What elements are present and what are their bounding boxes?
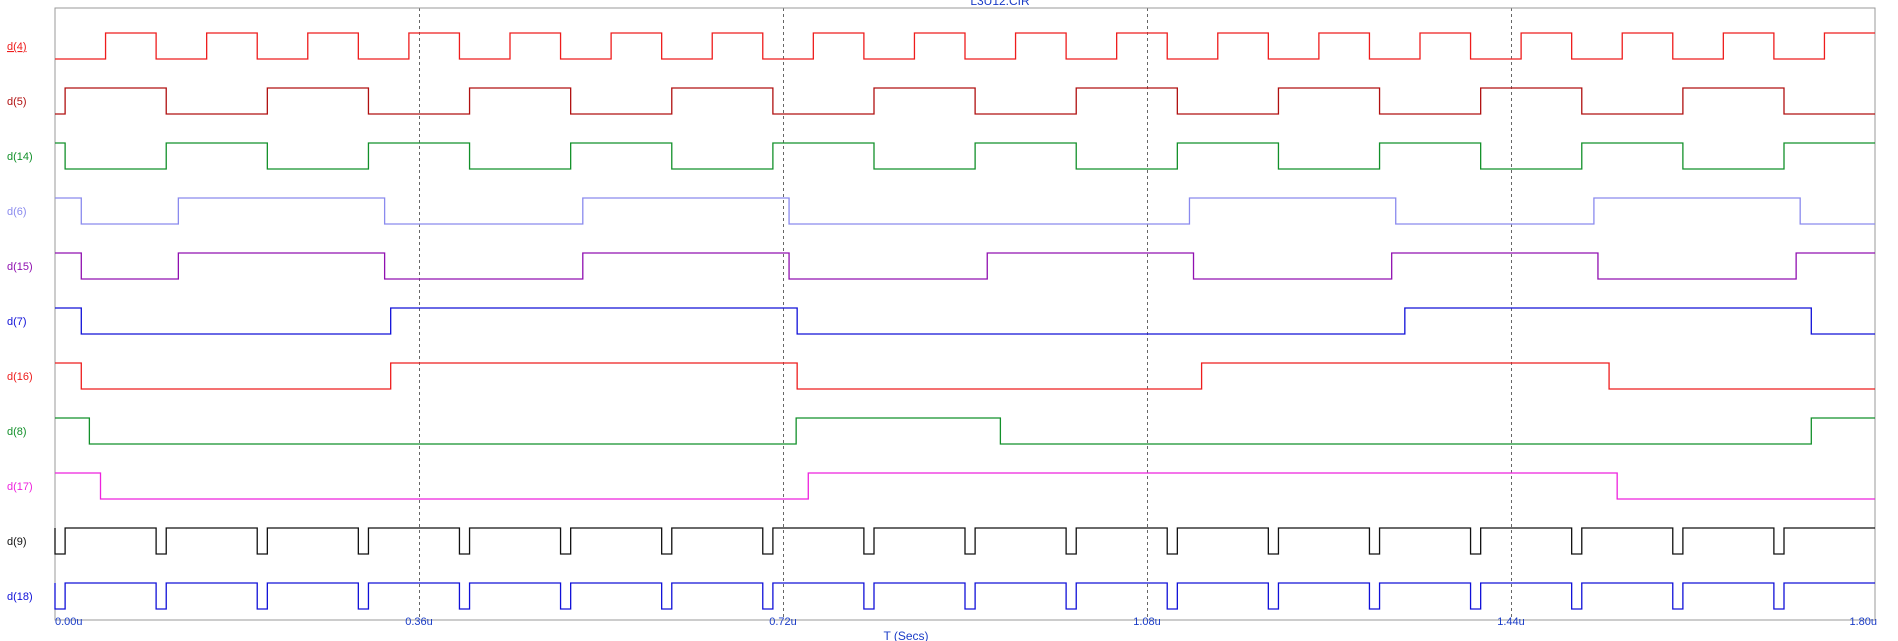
signal-trace-d5 — [55, 87, 1875, 115]
signal-trace-d18 — [54, 582, 1875, 610]
signal-label: d(14) — [7, 151, 33, 163]
signal-label: d(15) — [7, 261, 33, 273]
x-tick-label: 0.36u — [405, 616, 433, 628]
signal-traces — [54, 32, 1875, 610]
signal-trace-d14 — [55, 142, 1875, 170]
signal-trace-d17 — [55, 472, 1875, 500]
signal-trace-d16 — [55, 362, 1875, 390]
signal-trace-d7 — [55, 307, 1875, 335]
x-axis-ticks: 0.00u 0.36u 0.72u 1.08u 1.44u 1.80u — [55, 616, 1877, 628]
signal-trace-d8 — [55, 417, 1875, 445]
chart-title: L3U12.CIR — [970, 0, 1030, 8]
signal-label: d(16) — [7, 371, 33, 383]
signal-label: d(7) — [7, 316, 27, 328]
signal-label: d(8) — [7, 426, 27, 438]
x-tick-label: 1.08u — [1133, 616, 1161, 628]
x-axis-title: T (Secs) — [883, 629, 928, 641]
x-tick-label: 1.44u — [1497, 616, 1525, 628]
signal-trace-d4 — [55, 32, 1875, 60]
plot-frame — [54, 7, 1876, 621]
grid-lines — [419, 8, 1512, 620]
signal-label: d(5) — [7, 96, 27, 108]
signal-label: d(18) — [7, 591, 33, 603]
signal-labels: d(4) d(5) d(14) d(6) d(15) d(7) d(16) d(8) d(17)… — [7, 41, 33, 603]
signal-label: d(4) — [7, 41, 27, 53]
signal-trace-d15 — [55, 252, 1875, 280]
signal-trace-d9 — [54, 527, 1875, 555]
x-tick-label: 0.72u — [769, 616, 797, 628]
signal-label: d(17) — [7, 481, 33, 493]
signal-label: d(6) — [7, 206, 27, 218]
signal-trace-d6 — [55, 197, 1875, 225]
x-tick-label: 0.00u — [55, 616, 83, 628]
x-tick-label: 1.80u — [1849, 616, 1877, 628]
signal-label: d(9) — [7, 536, 27, 548]
